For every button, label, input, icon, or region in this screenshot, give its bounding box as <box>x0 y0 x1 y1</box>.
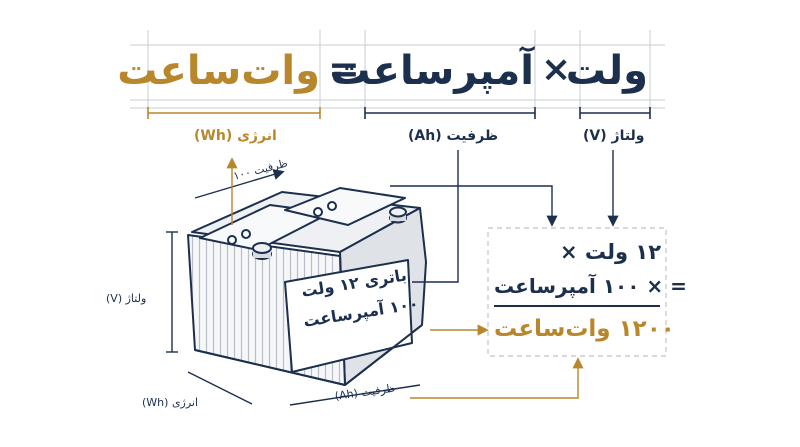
calc-line1: ۱۲ ولت × <box>560 240 662 264</box>
calc-line2: = × ۱۰۰ آمپرساعت <box>494 274 687 298</box>
battery-illustration <box>187 187 427 386</box>
label-energy: انرژی (Wh) <box>194 128 277 144</box>
connector-arrows <box>226 150 619 399</box>
dimension-capacity <box>364 107 536 119</box>
label-side-voltage: ولتاژ (V) <box>106 292 147 305</box>
calc-result: ۱۲۰۰ وات‌ساعت <box>494 316 675 342</box>
label-voltage: ولتاژ (V) <box>583 128 645 144</box>
formula-result: وات‌ساعت <box>117 48 320 94</box>
dimension-voltage <box>579 107 651 119</box>
label-capacity: ظرفیت (Ah) <box>408 128 499 144</box>
battery-dimensions <box>166 169 421 406</box>
dimension-energy <box>147 107 321 119</box>
formula-equals: = <box>328 47 360 91</box>
formula-capacity: آمپرساعت <box>330 48 534 94</box>
blueprint-grid <box>130 30 665 118</box>
formula-voltage: ولت <box>565 48 648 94</box>
label-bottom-energy: انرژی (Wh) <box>142 396 199 409</box>
formula-times: × <box>541 49 572 90</box>
